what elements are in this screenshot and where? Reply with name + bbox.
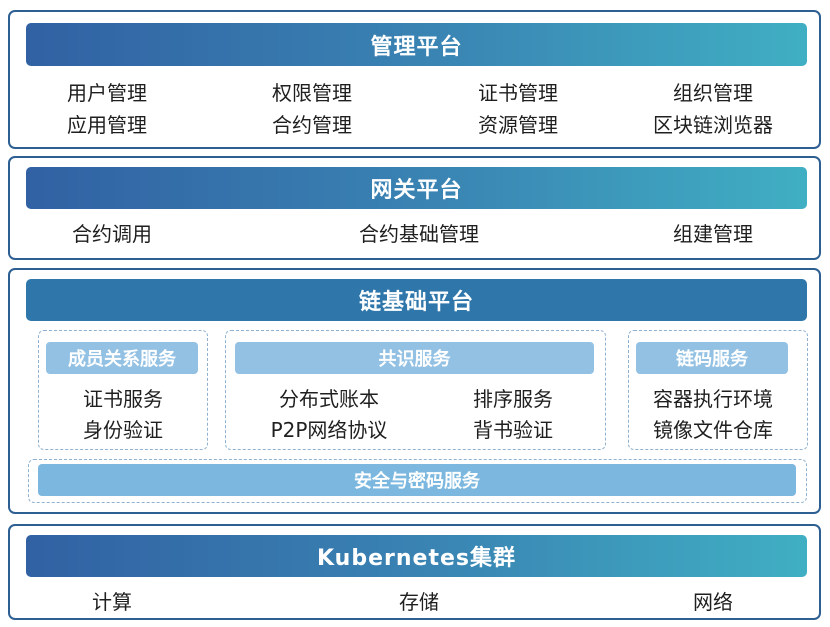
container-runtime-item: 容器执行环境 [653,387,773,411]
organization-management-item: 组织管理 [673,81,753,105]
distributed-ledger-item: 分布式账本 [279,387,379,411]
security-service-group [28,459,807,503]
kubernetes-cluster-title: Kubernetes集群 [26,535,807,577]
security-crypto-service: 安全与密码服务 [38,464,796,496]
endorsement-verification-item: 背书验证 [473,418,553,442]
member-service-title: 成员关系服务 [46,342,198,374]
image-repository-item: 镜像文件仓库 [653,418,773,442]
member-service-group [38,330,208,450]
certificate-service-item: 证书服务 [83,387,163,411]
management-platform-title: 管理平台 [26,23,807,66]
contract-invoke-item: 合约调用 [72,222,152,246]
contract-base-management-item: 合约基础管理 [359,222,479,246]
build-management-item: 组建管理 [673,222,753,246]
blockchain-browser-item: 区块链浏览器 [653,113,773,137]
gateway-platform-title: 网关平台 [26,167,807,209]
resource-management-item: 资源管理 [478,113,558,137]
consensus-service-group [225,330,606,450]
management-platform-layer: 管理平台 用户管理 权限管理 证书管理 组织管理 应用管理 合约管理 资源管理 … [8,10,821,149]
p2p-network-protocol-item: P2P网络协议 [270,418,388,442]
ordering-service-item: 排序服务 [473,387,553,411]
identity-verification-item: 身份验证 [83,418,163,442]
compute-item: 计算 [92,590,132,614]
kubernetes-cluster-layer: Kubernetes集群 计算 存储 网络 [8,524,821,620]
chaincode-service-group [628,330,808,450]
gateway-platform-layer: 网关平台 合约调用 合约基础管理 组建管理 [8,156,821,260]
application-management-item: 应用管理 [67,113,147,137]
permission-management-item: 权限管理 [272,81,352,105]
certificate-management-item: 证书管理 [478,81,558,105]
chaincode-service-title: 链码服务 [636,342,788,374]
chain-base-platform-layer: 链基础平台 成员关系服务 证书服务 身份验证 共识服务 分布式账本 排序服务 P… [8,268,821,514]
network-item: 网络 [693,590,733,614]
chain-base-platform-title: 链基础平台 [26,279,807,321]
storage-item: 存储 [399,590,439,614]
contract-management-item: 合约管理 [272,113,352,137]
consensus-service-title: 共识服务 [235,342,594,374]
user-management-item: 用户管理 [67,81,147,105]
